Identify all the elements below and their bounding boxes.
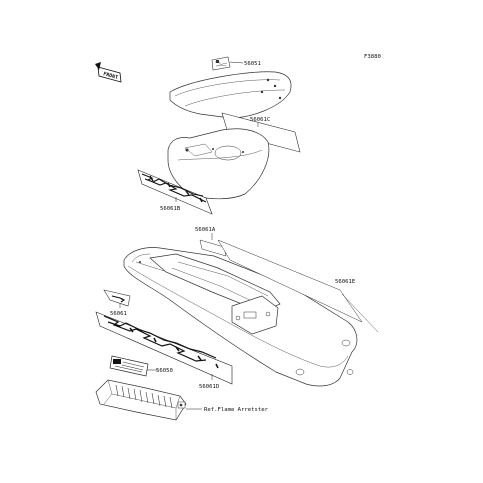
engine-cover	[167, 128, 270, 200]
label-56061C: 56061C	[250, 117, 270, 123]
label-56061: 56061	[110, 311, 127, 317]
decal-56061B	[137, 169, 213, 215]
label-56051: 56051	[244, 61, 261, 67]
hood-cover	[169, 71, 292, 119]
leader-56051	[229, 61, 244, 64]
label-56061E: 56061E	[335, 279, 356, 285]
label-56061B: 56061B	[160, 206, 181, 212]
decal-56061	[103, 289, 131, 307]
decal-56061C	[221, 112, 301, 153]
decal-56050	[109, 355, 149, 377]
label-flame-arrestor: Ref.Flame Arretster	[204, 407, 269, 413]
front-label: FRONT	[102, 71, 118, 81]
decal-56051	[211, 56, 231, 71]
decal-56061A	[199, 239, 227, 257]
label-56050: 56050	[156, 368, 173, 374]
figure-code: F3880	[364, 54, 381, 60]
label-56061D: 56061D	[199, 384, 220, 390]
flame-arrestor	[95, 379, 187, 421]
label-56061A: 56061A	[195, 227, 216, 233]
front-arrow-icon: FRONT	[95, 62, 122, 83]
hull-body	[123, 247, 358, 387]
decal-56061D	[95, 311, 233, 385]
decal-56061E	[217, 239, 379, 333]
